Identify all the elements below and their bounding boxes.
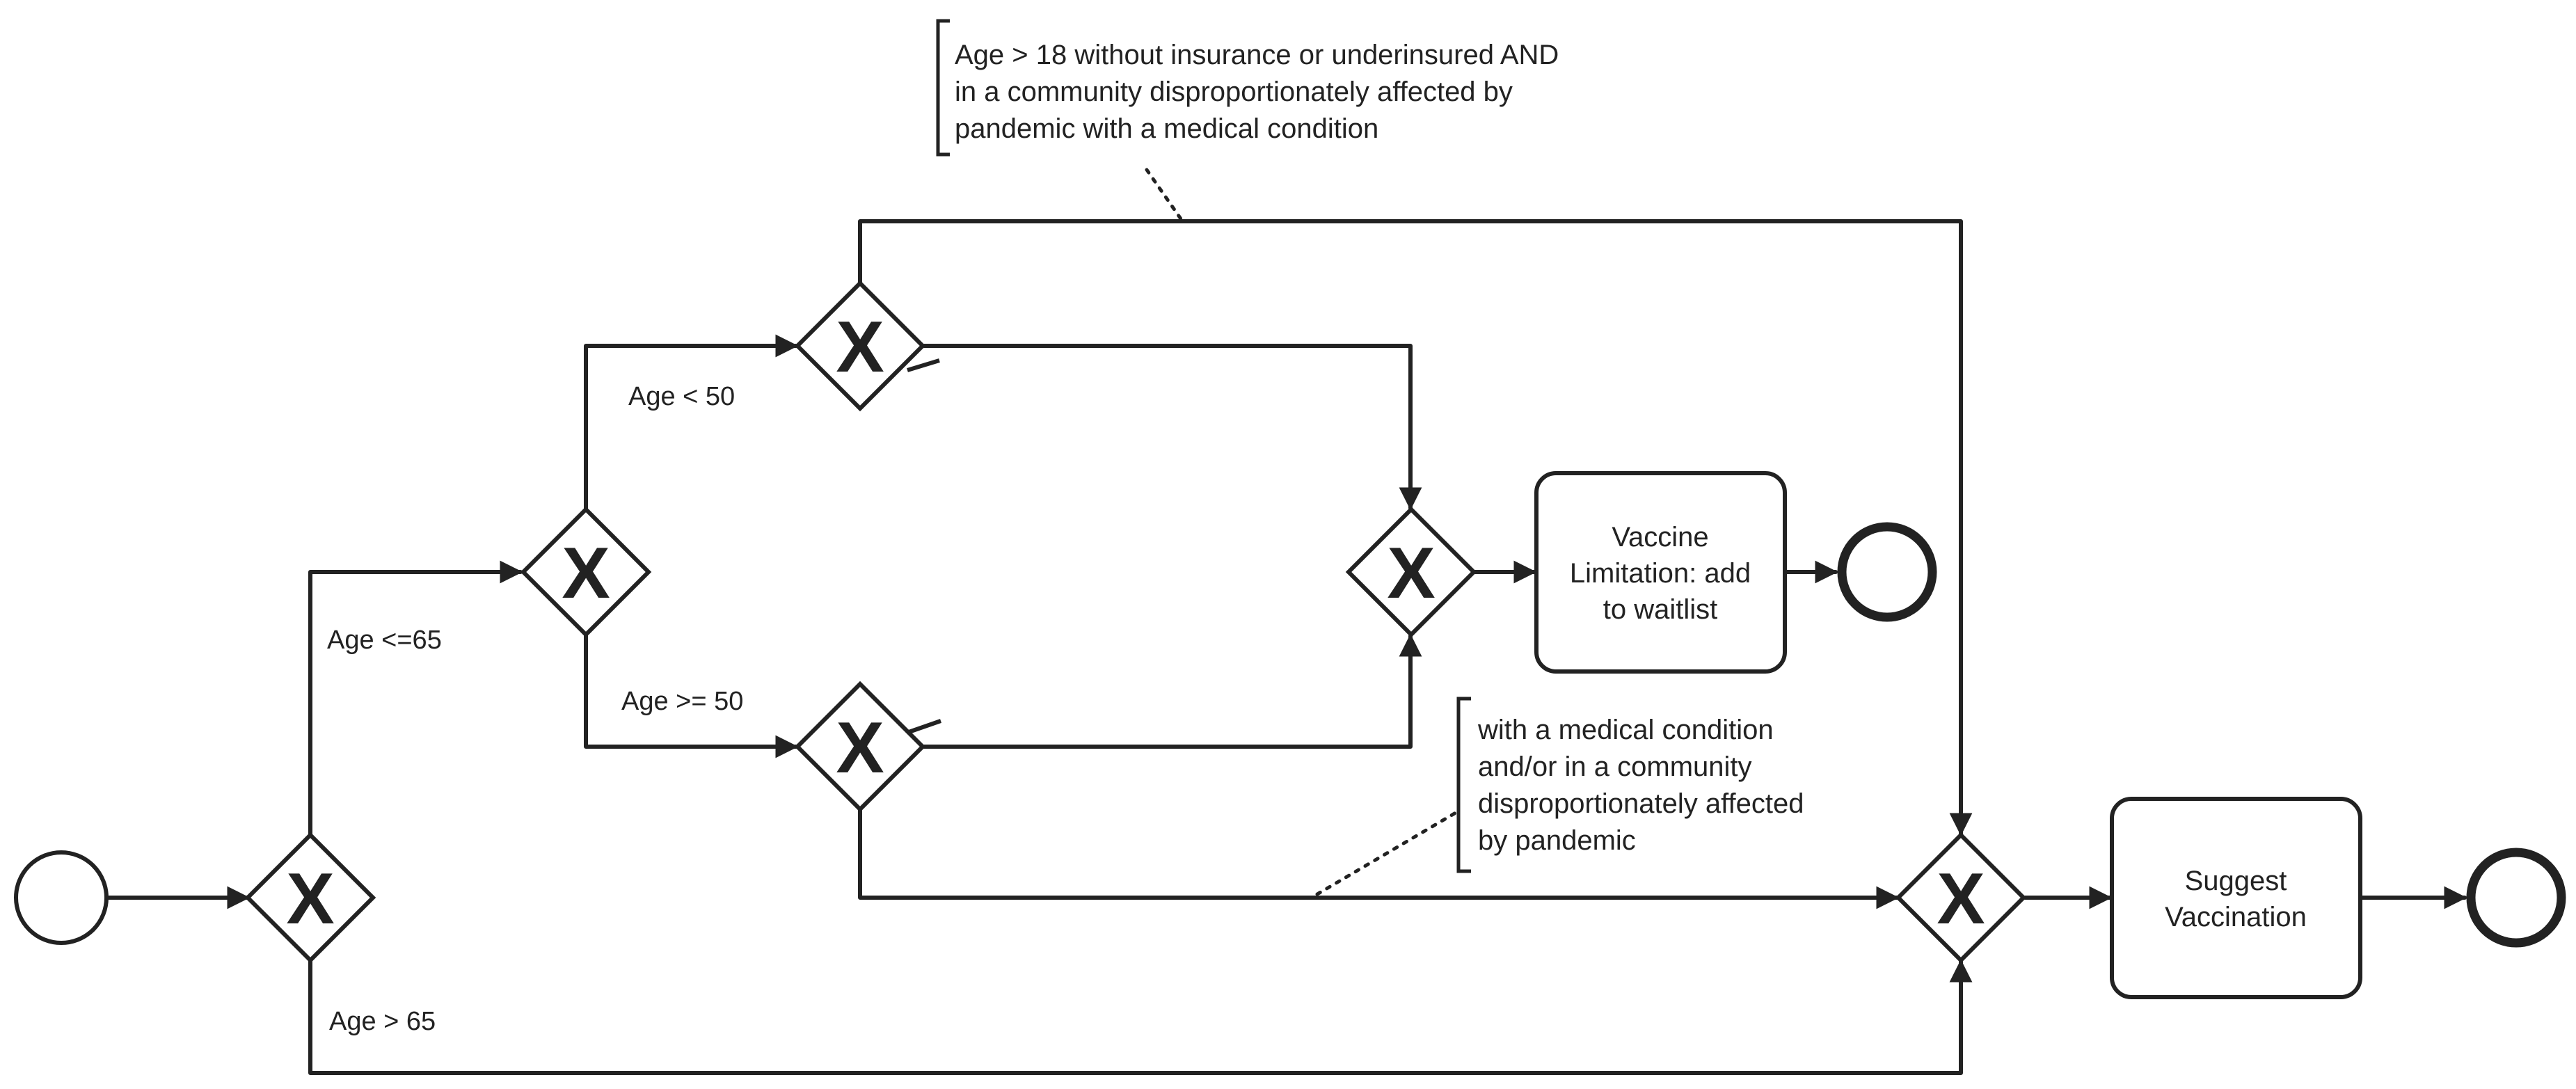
flow-bottom-gateway-to-final-merge xyxy=(858,807,1900,909)
flow-top-gateway-to-final-merge xyxy=(858,219,1973,836)
association-line-middle xyxy=(1315,811,1458,896)
gateway-age-50: X xyxy=(520,506,652,638)
flow-age-ge-50 xyxy=(584,633,799,758)
task-label-line: to waitlist xyxy=(1603,594,1718,625)
gateway-waitlist-merge: X xyxy=(1345,506,1477,638)
task-suggest-vaccination: Suggest Vaccination xyxy=(2110,797,2362,999)
default-flow-marker-top xyxy=(907,358,940,372)
sequence-flows xyxy=(106,219,2467,1075)
gateway-x-icon: X xyxy=(1937,859,1985,939)
annotation-top: Age > 18 without insurance or underinsur… xyxy=(936,19,1559,157)
gateway-over-50-check: X xyxy=(794,681,926,813)
gateway-x-icon: X xyxy=(286,859,334,939)
flow-bottom-gateway-default-to-merge xyxy=(922,633,1422,749)
annotation-line: with a medical condition xyxy=(1477,715,1774,745)
annotation-line: in a community disproportionately affect… xyxy=(955,77,1513,107)
start-event xyxy=(14,850,109,945)
annotation-line: disproportionately affected xyxy=(1478,788,1804,819)
annotation-line: and/or in a community xyxy=(1478,752,1752,782)
association-line-top xyxy=(1145,168,1184,222)
flow-top-gateway-default-to-merge xyxy=(922,344,1422,511)
annotation-line: Age > 18 without insurance or underinsur… xyxy=(955,40,1559,70)
label-age-le-65: Age <=65 xyxy=(327,626,442,655)
gateway-x-icon: X xyxy=(1387,533,1435,614)
annotation-line: pandemic with a medical condition xyxy=(955,113,1378,144)
task-label-line: Suggest xyxy=(2185,866,2287,896)
gateway-vaccination-merge: X xyxy=(1895,832,2027,964)
end-event-vaccination xyxy=(2466,848,2566,948)
gateway-x-icon: X xyxy=(836,708,884,788)
annotation-line: by pandemic xyxy=(1478,825,1636,856)
end-event-waitlist xyxy=(1837,522,1937,622)
flow-age-gt-65 xyxy=(308,958,1973,1075)
label-age-lt-50: Age < 50 xyxy=(628,382,735,411)
flow-age-lt-50 xyxy=(584,334,799,511)
default-flow-marker-bottom xyxy=(908,719,941,734)
label-age-gt-65: Age > 65 xyxy=(329,1007,436,1036)
gateway-x-icon: X xyxy=(562,533,610,614)
task-label-line: Vaccine xyxy=(1612,522,1708,553)
gateway-age: X xyxy=(244,832,376,964)
gateway-under-50-check: X xyxy=(794,280,926,412)
task-label-line: Vaccination xyxy=(2165,902,2307,932)
annotation-middle: with a medical condition and/or in a com… xyxy=(1456,697,1804,873)
task-label-line: Limitation: add xyxy=(1570,558,1751,589)
gateway-x-icon: X xyxy=(836,307,884,388)
label-age-ge-50: Age >= 50 xyxy=(621,687,743,716)
flow-age-le-65 xyxy=(308,560,523,837)
task-vaccine-limitation: Vaccine Limitation: add to waitlist xyxy=(1534,471,1787,674)
